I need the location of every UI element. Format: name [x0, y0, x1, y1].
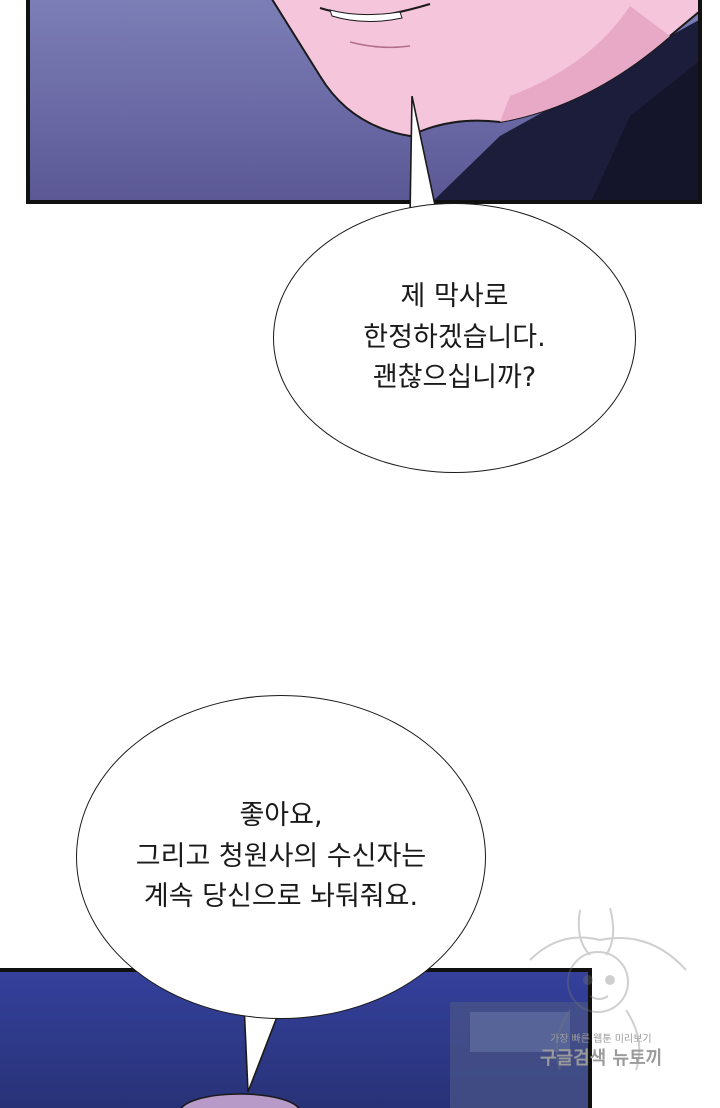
- speech-bubble-1-text: 제 막사로 한정하겠습니다. 괜찮으십니까?: [363, 281, 546, 394]
- top-comic-panel: [26, 0, 702, 204]
- watermark-text-top: 가장 빠른 웹툰 미리보기: [550, 1034, 652, 1045]
- speech-bubble-2: 좋아요, 그리고 청원사의 수신자는 계속 당신으로 놔둬줘요.: [76, 695, 486, 1019]
- character-face-illustration: [271, 0, 698, 200]
- bubble-tail: [242, 1004, 284, 1093]
- bubble-tail: [409, 96, 437, 216]
- watermark-text-bottom: 구글검색 뉴토끼: [540, 1048, 663, 1069]
- speech-bubble-1: 제 막사로 한정하겠습니다. 괜찮으십니까?: [273, 203, 636, 473]
- speech-bubble-2-text: 좋아요, 그리고 청원사의 수신자는 계속 당신으로 놔둬줘요.: [135, 800, 427, 913]
- watermark-mascot-logo: [529, 907, 687, 1071]
